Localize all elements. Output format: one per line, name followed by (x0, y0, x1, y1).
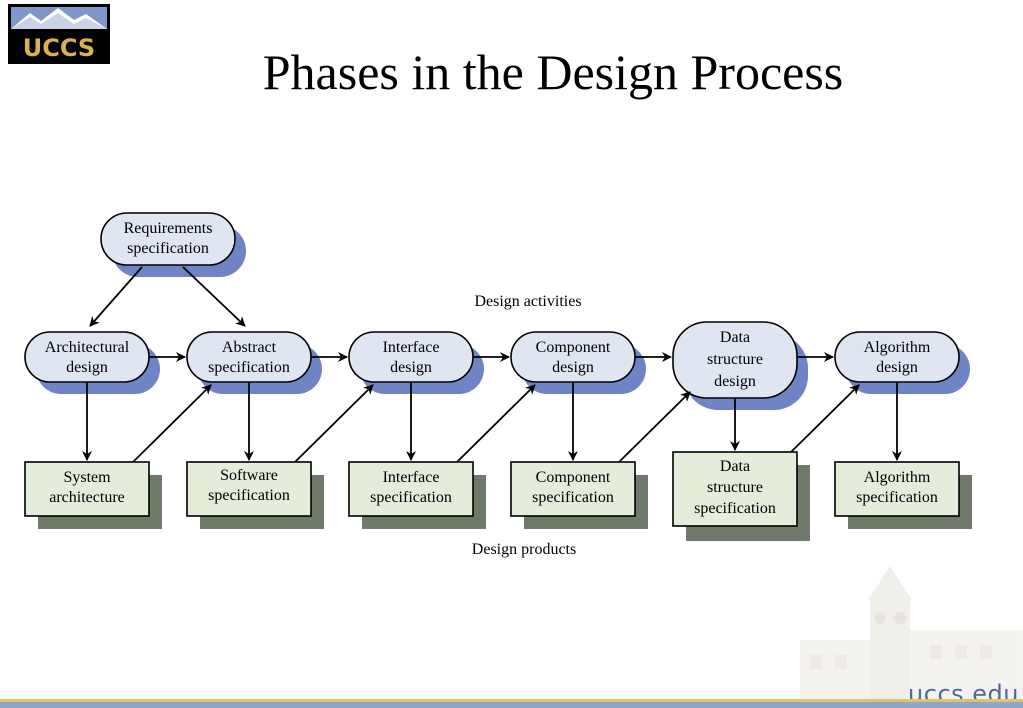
product-system-architecture: System architecture (24, 461, 162, 529)
requirements-line2: specification (127, 240, 209, 257)
activity-interface-design: Interface design (348, 331, 484, 394)
product-label: specification (856, 489, 938, 506)
product-label: specification (694, 500, 776, 517)
product-label: specification (370, 489, 452, 506)
activity-label: Abstract (222, 339, 277, 356)
requirements-spec-node: Requirements specification (100, 212, 246, 277)
activity-label: design (714, 373, 756, 390)
product-label: specification (532, 489, 614, 506)
product-data-structure-specification: Data structure specification (672, 451, 810, 541)
product-label: specification (208, 487, 290, 504)
activity-architectural-design: Architectural design (24, 331, 160, 394)
page-title: Phases in the Design Process (262, 44, 844, 100)
activity-label: design (390, 359, 432, 376)
product-algorithm-specification: Algorithm specification (834, 461, 972, 529)
activity-label: Algorithm (864, 339, 931, 356)
product-label: structure (707, 479, 763, 496)
flow-arrows (82, 266, 902, 463)
product-label: architecture (49, 489, 125, 506)
activity-data-structure-design: Data structure design (672, 321, 808, 410)
activity-label: Data (720, 329, 750, 346)
activity-component-design: Component design (510, 331, 646, 394)
activity-algorithm-design: Algorithm design (834, 331, 970, 394)
requirements-line1: Requirements (124, 220, 213, 237)
design-products-label: Design products (472, 541, 576, 558)
product-label: Algorithm (864, 469, 931, 486)
product-label: Component (536, 469, 611, 486)
activity-label: structure (707, 351, 763, 368)
activity-label: Interface (383, 339, 440, 356)
activity-label: design (876, 359, 918, 376)
product-label: System (63, 469, 111, 486)
product-interface-specification: Interface specification (348, 461, 486, 529)
uccs-logo: UCCS (8, 4, 110, 64)
footer-bar (0, 699, 1023, 708)
logo-text: UCCS (23, 34, 95, 62)
design-activities-label: Design activities (474, 293, 581, 310)
activity-label: design (552, 359, 594, 376)
product-component-specification: Component specification (510, 461, 648, 529)
activity-label: design (66, 359, 108, 376)
activity-abstract-specification: Abstract specification (186, 331, 322, 394)
activity-label: Component (536, 339, 611, 356)
activity-label: Architectural (45, 339, 130, 356)
campus-building-watermark (800, 566, 1023, 700)
product-label: Data (720, 458, 750, 475)
activity-label: specification (208, 359, 290, 376)
product-software-specification: Software specification (186, 461, 324, 529)
product-label: Interface (383, 469, 440, 486)
product-label: Software (220, 467, 278, 484)
